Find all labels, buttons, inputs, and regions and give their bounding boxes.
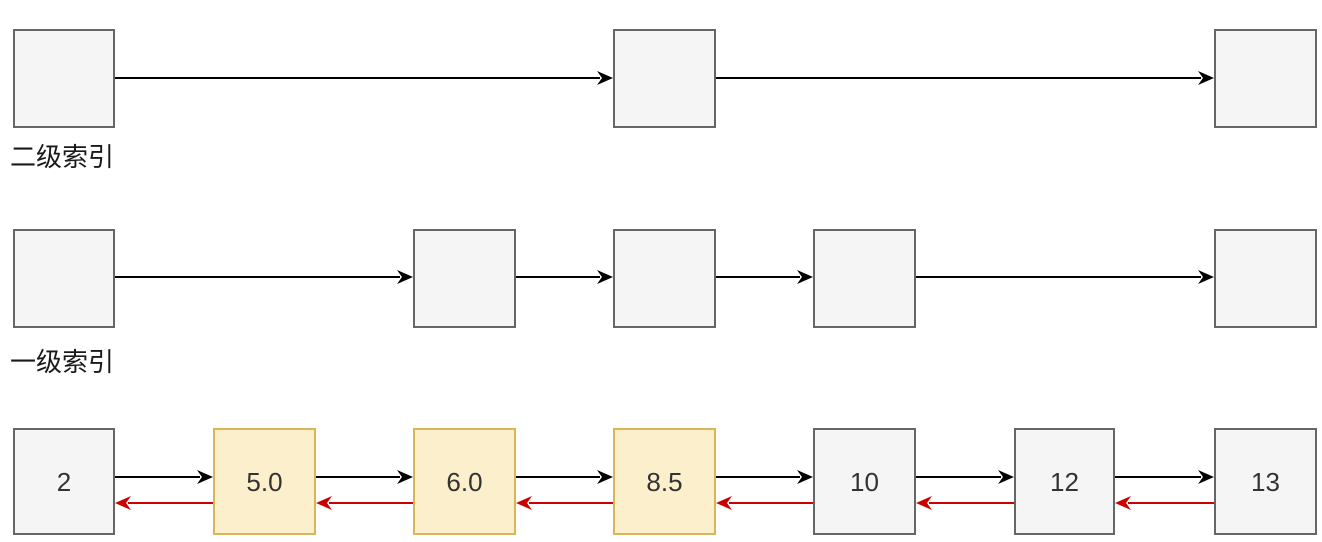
node-level-1-1[interactable] bbox=[413, 229, 516, 328]
level-label-level-2: 二级索引 bbox=[10, 142, 115, 172]
forward-arrow-icon bbox=[115, 266, 413, 288]
forward-arrow-icon bbox=[916, 466, 1014, 488]
node-value: 2 bbox=[56, 466, 72, 497]
node-level-2-1[interactable] bbox=[613, 29, 716, 128]
node-level-0-3[interactable]: 8.5 bbox=[613, 428, 716, 535]
node-value: 10 bbox=[850, 466, 879, 497]
node-value: 5.0 bbox=[246, 466, 283, 497]
forward-arrow-icon bbox=[516, 466, 613, 488]
node-level-0-6[interactable]: 13 bbox=[1214, 428, 1317, 535]
backward-arrow-icon bbox=[1115, 492, 1214, 514]
forward-arrow-icon bbox=[516, 266, 613, 288]
forward-arrow-icon bbox=[716, 266, 813, 288]
backward-arrow-icon bbox=[516, 492, 613, 514]
backward-arrow-icon bbox=[115, 492, 213, 514]
node-level-1-0[interactable] bbox=[13, 229, 115, 328]
node-level-2-0[interactable] bbox=[13, 29, 115, 128]
node-value: 12 bbox=[1050, 466, 1079, 497]
node-level-0-4[interactable]: 10 bbox=[813, 428, 916, 535]
forward-arrow-icon bbox=[316, 466, 413, 488]
node-level-0-1[interactable]: 5.0 bbox=[213, 428, 316, 535]
node-level-1-4[interactable] bbox=[1214, 229, 1317, 328]
forward-arrow-icon bbox=[115, 67, 613, 89]
node-level-0-2[interactable]: 6.0 bbox=[413, 428, 516, 535]
forward-arrow-icon bbox=[916, 266, 1214, 288]
node-value: 13 bbox=[1251, 466, 1280, 497]
forward-arrow-icon bbox=[716, 67, 1214, 89]
node-level-0-0[interactable]: 2 bbox=[13, 428, 115, 535]
node-level-1-2[interactable] bbox=[613, 229, 716, 328]
backward-arrow-icon bbox=[916, 492, 1014, 514]
forward-arrow-icon bbox=[115, 466, 213, 488]
backward-arrow-icon bbox=[716, 492, 813, 514]
node-level-1-3[interactable] bbox=[813, 229, 916, 328]
forward-arrow-icon bbox=[1115, 466, 1214, 488]
backward-arrow-icon bbox=[316, 492, 413, 514]
node-value: 6.0 bbox=[446, 466, 483, 497]
node-level-2-2[interactable] bbox=[1214, 29, 1317, 128]
node-level-0-5[interactable]: 12 bbox=[1014, 428, 1115, 535]
level-label-level-1: 一级索引 bbox=[10, 347, 115, 377]
forward-arrow-icon bbox=[716, 466, 813, 488]
node-value: 8.5 bbox=[646, 466, 683, 497]
